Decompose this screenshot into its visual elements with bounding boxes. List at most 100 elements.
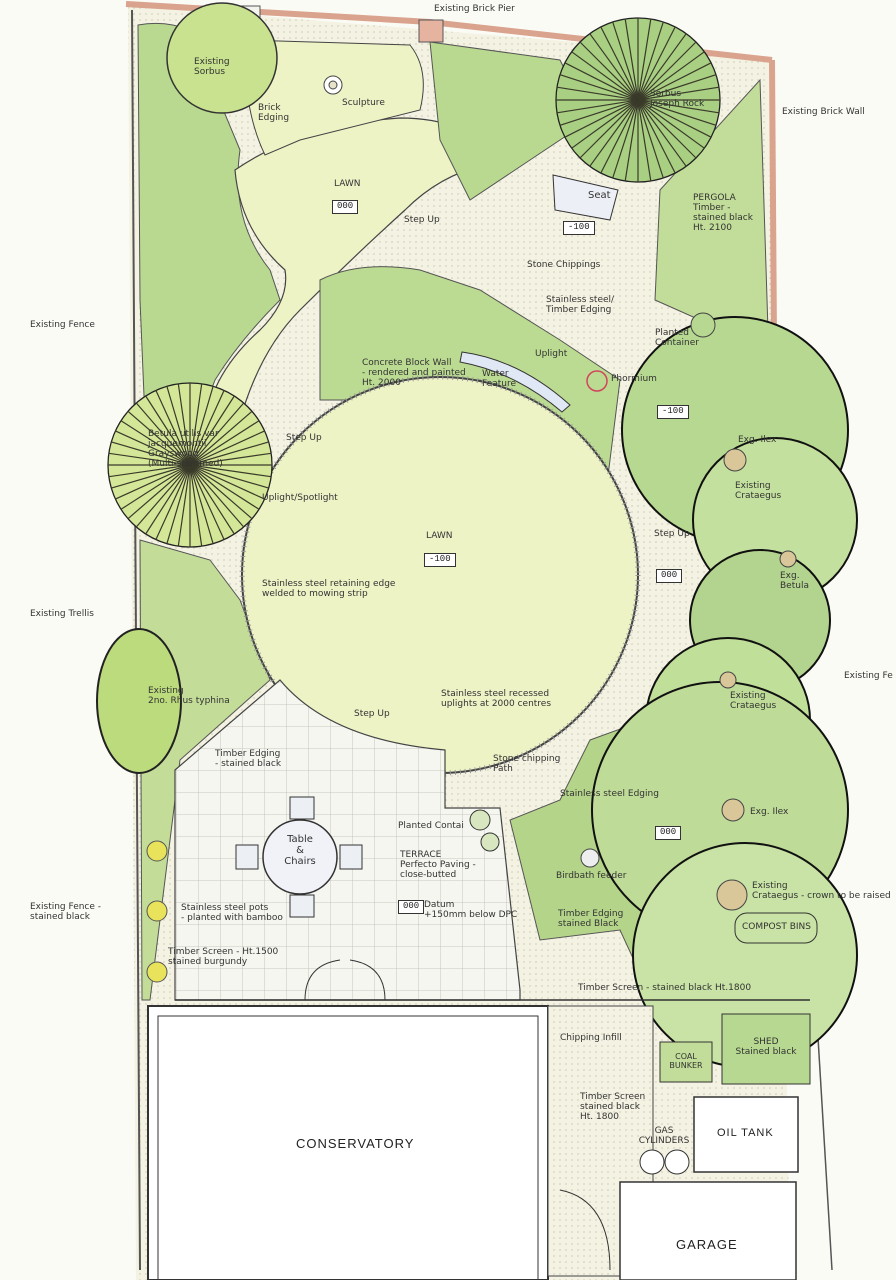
canopy-stroke <box>637 99 705 149</box>
canopy-stroke <box>108 464 191 478</box>
shed <box>721 1013 811 1085</box>
canopy-stroke <box>155 390 191 466</box>
coal-bunker <box>659 1041 713 1083</box>
canopy-stroke <box>571 51 639 101</box>
label-timber-screen-3: Timber Screen stained black Ht. 1800 <box>580 1092 646 1122</box>
label-timber-screen-2: Timber Screen - stained black Ht.1800 <box>578 983 752 993</box>
canopy-stroke <box>120 420 191 466</box>
label-brick-edging: Brick Edging <box>258 103 290 123</box>
canopy-stroke <box>637 51 705 101</box>
label-exg-ilex-1: Exg. Ilex <box>738 435 777 445</box>
canopy-stroke <box>189 402 245 466</box>
crataegus-trunk-3 <box>716 879 748 911</box>
label-pergola: PERGOLA Timber - stained black Ht. 2100 <box>693 193 753 233</box>
crataegus-trunk-2 <box>719 671 737 689</box>
canopy-stroke <box>135 402 191 466</box>
canopy-stroke <box>579 99 639 159</box>
sorbus-rays <box>556 18 720 182</box>
brick-wall-right <box>769 59 777 341</box>
canopy-stroke <box>637 33 687 101</box>
canopy-stroke <box>166 386 191 466</box>
water-feature <box>459 351 571 413</box>
canopy-stroke <box>637 99 717 126</box>
gas-cylinder-icon-2 <box>664 1149 690 1175</box>
canopy-stroke <box>579 41 639 101</box>
label-existing-fe: Existing Fe <box>844 671 893 681</box>
compost-bins <box>734 912 818 944</box>
label-stainless-pots: Stainless steel pots - planted with bamb… <box>181 903 283 923</box>
canopy-stroke <box>637 18 652 101</box>
label-seat: Seat <box>588 190 611 201</box>
label-stone-path: Stone chipping Path <box>493 754 561 774</box>
birdbath-icon <box>580 848 600 868</box>
label-datum: Datum +150mm below DPC <box>424 900 518 920</box>
label-existing-crataegus-1: Existing Crataegus <box>735 481 782 501</box>
canopy-stroke <box>637 21 664 101</box>
chair-icon-bottom <box>289 894 315 918</box>
conservatory <box>147 1005 549 1280</box>
planted-container-icon <box>469 809 491 831</box>
label-step-up-2: Step Up <box>286 433 322 443</box>
level-box-100-b: -100 <box>657 405 689 419</box>
canopy-stroke <box>135 464 191 528</box>
garage <box>619 1181 797 1280</box>
canopy-stroke <box>612 21 639 101</box>
canopy-stroke <box>189 464 203 547</box>
label-lawn-main: LAWN <box>426 531 453 541</box>
label-uplight: Uplight <box>535 349 568 359</box>
canopy-stroke <box>177 464 191 547</box>
brick-pier <box>418 19 444 43</box>
label-phormium: Phormium <box>611 374 657 384</box>
canopy-stroke <box>624 18 639 101</box>
canopy-stroke <box>189 464 253 520</box>
label-table-chairs: Table & Chairs <box>284 834 316 867</box>
label-planted-contai: Planted Contai <box>398 821 464 831</box>
exg-ilex-trunk-1 <box>723 448 747 472</box>
label-retaining-edge: Stainless steel retaining edge welded to… <box>262 579 396 599</box>
canopy-stroke <box>556 99 639 114</box>
chair-icon-top <box>289 796 315 820</box>
canopy-stroke <box>189 464 265 500</box>
phormium-icon <box>586 370 608 392</box>
canopy-stroke <box>637 99 687 167</box>
canopy-stroke <box>637 99 676 174</box>
conservatory-doors <box>304 959 386 1001</box>
canopy-stroke <box>637 99 720 114</box>
canopy-stroke <box>189 410 253 466</box>
label-existing-trellis: Existing Trellis <box>30 609 94 619</box>
canopy-stroke <box>600 99 639 174</box>
canopy-stroke <box>556 86 639 101</box>
bamboo-pot-icons <box>146 840 168 983</box>
existing-sorbus-canopy <box>166 2 278 114</box>
label-sculpture: Sculpture <box>342 98 385 108</box>
label-existing-rhus: Existing 2no. Rhus typhina <box>148 686 230 706</box>
label-birdbath: Birdbath feeder <box>556 871 627 881</box>
label-sorbus-joseph-rock: Sorbus Joseph Rock <box>650 89 705 109</box>
label-existing-fence-black: Existing Fence - stained black <box>30 902 102 922</box>
exg-ilex-trunk-2 <box>721 798 745 822</box>
middle-planting-bed <box>319 266 621 541</box>
betula-rays <box>108 383 272 547</box>
canopy-stroke <box>189 464 260 510</box>
label-concrete-wall: Concrete Block Wall - rendered and paint… <box>362 358 466 388</box>
level-box-000-a: 000 <box>656 569 683 583</box>
level-box-datum: 000 <box>398 900 425 914</box>
canopy-stroke <box>637 41 697 101</box>
label-step-up-1: Step Up <box>404 215 440 225</box>
canopy-stroke <box>189 420 260 466</box>
canopy-stroke <box>120 464 191 510</box>
canopy-stroke <box>145 464 191 535</box>
label-timber-screen-1: Timber Screen - Ht.1500 stained burgundy <box>168 947 279 967</box>
canopy-stroke <box>637 99 712 138</box>
label-recessed-uplights: Stainless steel recessed uplights at 200… <box>441 689 552 709</box>
label-planted-container: Planted Container <box>655 328 699 348</box>
gas-cylinder-icon-1 <box>639 1149 665 1175</box>
label-chipping-infill: Chipping Infill <box>560 1033 622 1043</box>
label-coal-bunker: COAL BUNKER <box>669 1052 703 1070</box>
canopy-stroke <box>589 33 639 101</box>
label-stainless-timber-edging: Stainless steel/ Timber Edging <box>546 295 615 315</box>
label-existing-crataegus-2: Existing Crataegus <box>730 691 777 711</box>
label-gas-cylinders: GAS CYLINDERS <box>638 1126 690 1146</box>
label-step-up-4: Step Up <box>354 709 390 719</box>
